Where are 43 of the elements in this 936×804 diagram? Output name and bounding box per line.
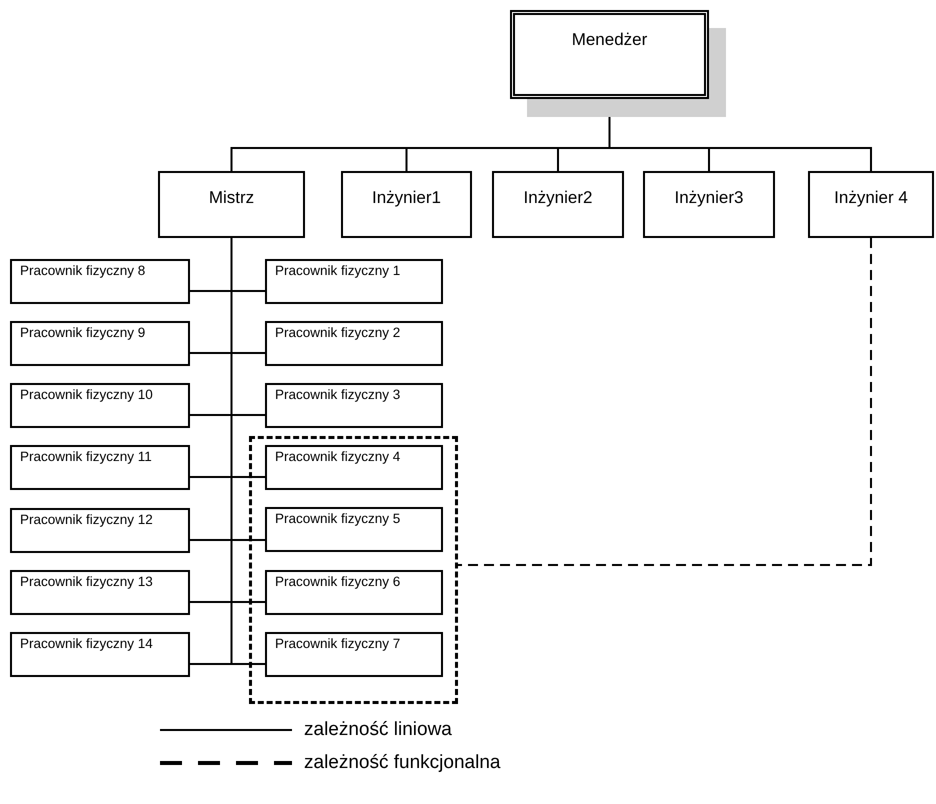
- worker-box: [10, 383, 190, 428]
- node-label: Pracownik fizyczny 13: [20, 574, 153, 589]
- legend-label: zależność funkcjonalna: [304, 751, 500, 775]
- node-label: Pracownik fizyczny 10: [20, 387, 153, 402]
- node-label: Pracownik fizyczny 3: [275, 387, 400, 402]
- role-box: [643, 171, 775, 238]
- dashed-group-box: [249, 436, 458, 704]
- node-label: Pracownik fizyczny 8: [20, 263, 146, 278]
- worker-box: [265, 632, 443, 677]
- node-label: Pracownik fizyczny 14: [20, 636, 153, 651]
- node-label: Mistrz: [208, 187, 254, 209]
- node-label: Inżynier2: [524, 187, 592, 209]
- worker-box: [265, 259, 443, 304]
- worker-box: [10, 321, 190, 366]
- worker-box: [10, 445, 190, 490]
- node-label: Pracownik fizyczny 7: [275, 636, 400, 651]
- node-label: Pracownik fizyczny 2: [275, 325, 400, 340]
- node-label: Pracownik fizyczny 1: [275, 263, 400, 278]
- role-box: [808, 171, 934, 238]
- legend-label: zależność liniowa: [304, 718, 452, 742]
- worker-box: [10, 259, 190, 304]
- node-label: Inżynier1: [372, 187, 441, 209]
- role-box: [341, 171, 472, 238]
- worker-box: [265, 445, 443, 490]
- worker-box: [10, 508, 190, 553]
- node-label: Menedżer: [572, 29, 648, 51]
- worker-box: [265, 321, 443, 366]
- worker-box: [10, 570, 190, 615]
- worker-box: [10, 632, 190, 677]
- node-label: Pracownik fizyczny 6: [275, 574, 400, 589]
- worker-box: [265, 507, 443, 552]
- node-label: Pracownik fizyczny 5: [275, 511, 400, 526]
- node-label: Pracownik fizyczny 11: [20, 449, 152, 464]
- dashed-connector: [458, 238, 872, 566]
- node-label: Pracownik fizyczny 4: [275, 449, 400, 464]
- worker-box: [265, 383, 443, 428]
- worker-box: [265, 570, 443, 615]
- role-box: [492, 171, 624, 238]
- node-label: Inżynier3: [674, 187, 744, 209]
- role-box: [158, 171, 305, 238]
- node-label: Inżynier 4: [834, 187, 908, 209]
- node-label: Pracownik fizyczny 12: [20, 512, 153, 527]
- node-label: Pracownik fizyczny 9: [20, 325, 146, 340]
